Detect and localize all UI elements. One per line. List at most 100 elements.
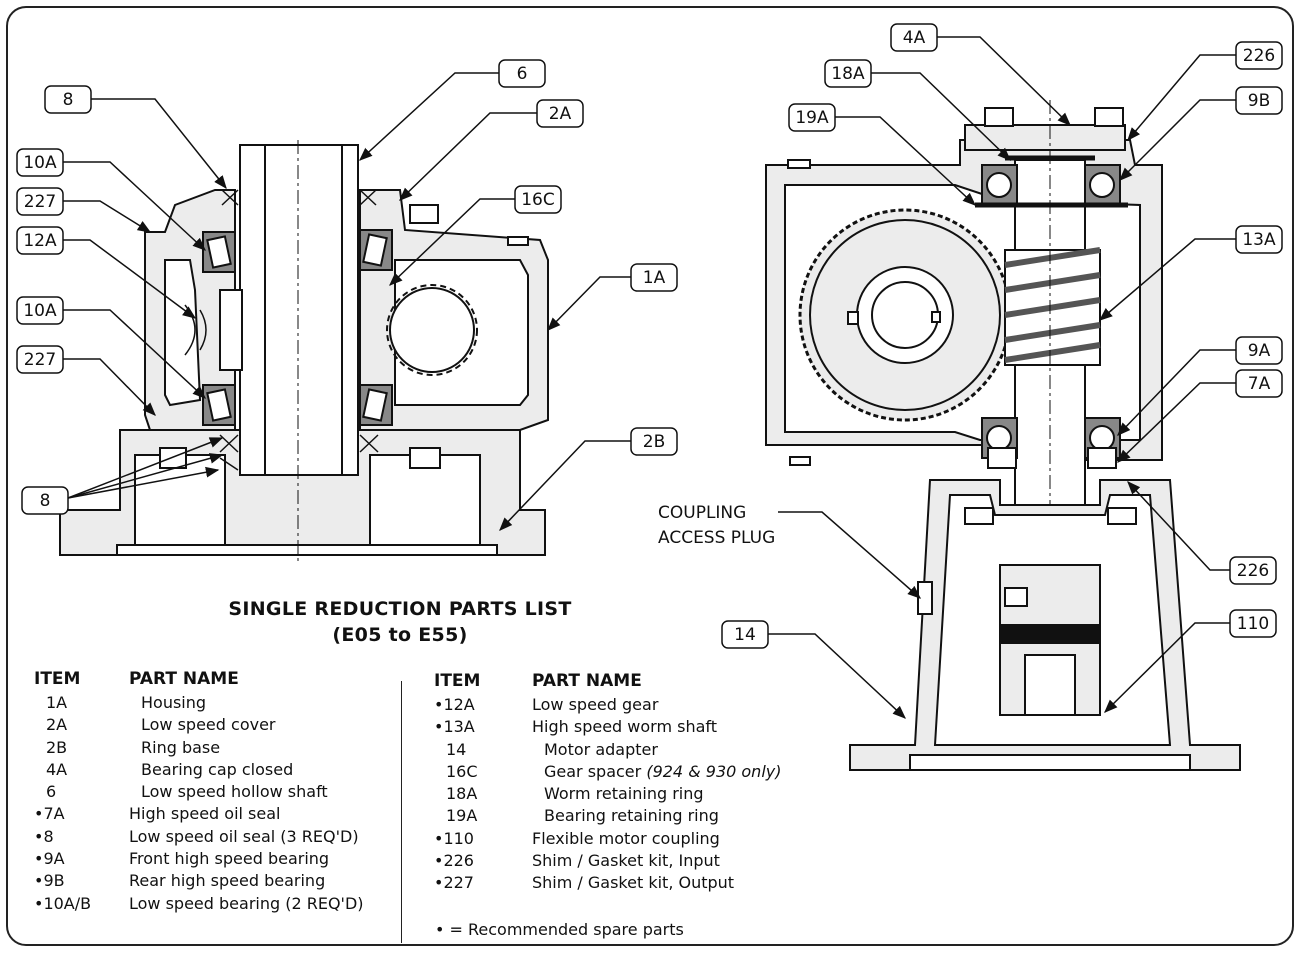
item-code: 1A <box>46 693 68 712</box>
item-code: 4A <box>46 759 68 779</box>
parts-list-row: •9A Front high speed bearing <box>34 848 364 870</box>
part-name: Shim / Gasket kit, Output <box>532 872 734 894</box>
callout-7A: 7A <box>1117 369 1283 463</box>
svg-text:10A: 10A <box>23 301 57 321</box>
parts-list-left: ITEM PART NAME 1A Housing 2A Low speed cove… <box>34 668 364 915</box>
callout-13A: 13A <box>1098 225 1283 321</box>
svg-text:7A: 7A <box>1248 374 1271 394</box>
part-name: Flexible motor coupling <box>532 828 720 850</box>
parts-list-row: 16C Gear spacer (924 & 930 only) <box>434 761 781 783</box>
worm-gear <box>798 208 1012 422</box>
item-column-header: ITEM <box>34 669 81 689</box>
parts-list-divider <box>401 681 402 943</box>
item-code: •8 <box>34 826 54 846</box>
part-name: Low speed oil seal (3 REQ'D) <box>129 826 359 848</box>
item-code: •10A/B <box>34 893 92 913</box>
drawing-frame <box>6 6 1294 946</box>
part-name-text: Front high speed bearing <box>129 849 330 869</box>
callout-8-top: 8 <box>44 85 227 190</box>
high-speed-section-view <box>765 100 1241 771</box>
parts-list-header: ITEM PART NAME <box>34 668 364 692</box>
part-name: High speed worm shaft <box>532 716 717 738</box>
parts-list-row: 19A Bearing retaining ring <box>434 805 781 827</box>
callout-1A: 1A <box>547 263 678 331</box>
callout-14: 14 <box>721 620 906 719</box>
item-code: 2A <box>46 715 68 735</box>
part-name: Bearing retaining ring <box>544 805 719 827</box>
parts-list-header: ITEM PART NAME <box>434 670 781 694</box>
item-code: 18A <box>446 784 478 804</box>
part-name-column-header: PART NAME <box>532 671 642 691</box>
item-code: 6 <box>46 782 57 802</box>
low-speed-section-view <box>59 140 549 565</box>
svg-text:1A: 1A <box>643 268 666 288</box>
coupling-access-plug-label: COUPLING ACCESS PLUG <box>658 503 922 599</box>
item-code: •13A <box>434 717 475 737</box>
item-code: •110 <box>434 828 474 848</box>
item-code: 14 <box>446 739 467 759</box>
item-code: •7A <box>34 804 65 824</box>
callout-16C: 16C <box>389 185 562 286</box>
callout-226-bottom: 226 <box>1127 481 1277 585</box>
svg-text:19A: 19A <box>795 108 829 128</box>
part-name: Low speed cover <box>141 714 276 736</box>
part-name-text: High speed worm shaft <box>532 717 718 737</box>
callout-227-bottom: 227 <box>16 345 156 416</box>
part-name-text: High speed oil seal <box>129 804 281 824</box>
part-name: Front high speed bearing <box>129 848 329 870</box>
part-name: Low speed hollow shaft <box>141 781 328 803</box>
svg-text:12A: 12A <box>23 231 57 251</box>
part-name-column-header: PART NAME <box>129 669 239 689</box>
callout-6: 6 <box>359 59 546 161</box>
svg-text:13A: 13A <box>1242 230 1276 250</box>
callouts: 8 6 2A 10A 227 16C 1 <box>16 23 1283 719</box>
svg-text:227: 227 <box>24 192 56 212</box>
part-name-text: Motor adapter <box>544 739 658 759</box>
svg-text:COUPLING: COUPLING <box>658 503 746 523</box>
part-name-text: Bearing cap closed <box>141 759 294 779</box>
svg-text:226: 226 <box>1243 46 1275 66</box>
callout-4A: 4A <box>890 23 1071 126</box>
callout-8-bottom: 8 <box>21 437 224 515</box>
svg-text:9B: 9B <box>1248 91 1270 111</box>
svg-text:10A: 10A <box>23 153 57 173</box>
svg-text:2A: 2A <box>549 104 572 124</box>
parts-list-row: •8 Low speed oil seal (3 REQ'D) <box>34 826 364 848</box>
item-code: •226 <box>434 851 474 871</box>
spare-parts-footnote: • = Recommended spare parts <box>435 920 684 939</box>
parts-list-row: 1A Housing <box>34 692 364 714</box>
part-note: (924 & 930 only) <box>646 761 782 781</box>
parts-list-row: •7A High speed oil seal <box>34 803 364 825</box>
parts-list-subtitle: (E05 to E55) <box>332 624 468 646</box>
parts-list-row: •13A High speed worm shaft <box>434 716 781 738</box>
callout-226-top: 226 <box>1127 41 1283 142</box>
item-code: •9A <box>34 849 65 869</box>
callout-2B: 2B <box>499 427 678 531</box>
part-name: Gear spacer (924 & 930 only) <box>544 761 781 783</box>
part-name: Housing <box>141 692 206 714</box>
part-name-text: Shim / Gasket kit, Input <box>532 851 720 871</box>
item-code: •12A <box>434 695 475 714</box>
part-name-text: Bearing retaining ring <box>544 806 719 826</box>
parts-list-row: 6 Low speed hollow shaft <box>34 781 364 803</box>
callout-110: 110 <box>1104 609 1277 713</box>
item-code: •9B <box>34 871 65 891</box>
item-column-header: ITEM <box>434 671 481 691</box>
callout-18A: 18A <box>824 59 1011 161</box>
parts-list-row: 2A Low speed cover <box>34 714 364 736</box>
part-name-text: Low speed hollow shaft <box>141 782 328 802</box>
item-code: 2B <box>46 737 68 757</box>
item-code: 16C <box>446 761 478 781</box>
part-name-text: Housing <box>141 693 207 712</box>
part-name: High speed oil seal <box>129 803 280 825</box>
parts-list-row: 4A Bearing cap closed <box>34 759 364 781</box>
callout-9A: 9A <box>1117 336 1283 436</box>
part-name-text: Rear high speed bearing <box>129 871 326 891</box>
svg-text:14: 14 <box>734 625 756 645</box>
part-name-text: Low speed gear <box>532 695 659 714</box>
svg-text:18A: 18A <box>831 64 865 84</box>
item-code: 19A <box>446 806 478 826</box>
